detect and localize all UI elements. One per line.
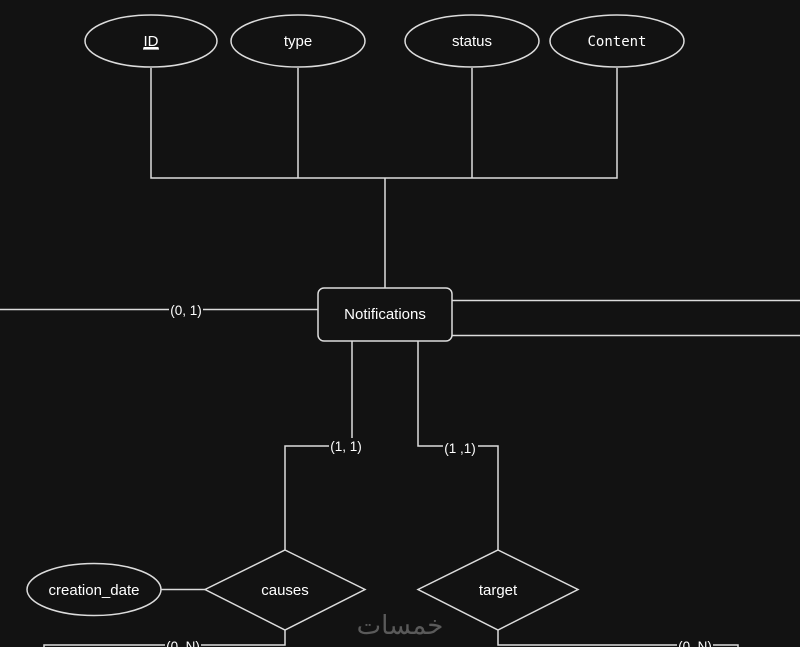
- relationship-causes[interactable]: causes: [203, 549, 367, 631]
- attribute-creation-date[interactable]: creation_date: [26, 562, 162, 617]
- attribute-status[interactable]: status: [404, 14, 540, 68]
- cardinality-target-other: (0, N): [678, 639, 712, 647]
- entity-notifications-label: Notifications: [344, 306, 426, 323]
- attribute-creation-date-label: creation_date: [49, 582, 140, 599]
- cardinality-causes-other: (0, N): [166, 639, 200, 647]
- cardinality-causes-entity: (1, 1): [330, 439, 362, 454]
- causes-bottom-link-line: [43, 630, 286, 647]
- relationship-target[interactable]: target: [416, 549, 580, 631]
- attribute-content-label: Content: [587, 34, 646, 50]
- attribute-id[interactable]: ID: [84, 14, 218, 68]
- relationship-causes-label: causes: [261, 582, 309, 599]
- attribute-connector-tree: [150, 68, 618, 288]
- cardinality-left-link: (0, 1): [170, 303, 202, 318]
- attribute-content[interactable]: Content: [549, 14, 685, 68]
- causes-link-line: [284, 341, 353, 550]
- attribute-type[interactable]: type: [230, 14, 366, 68]
- attribute-id-label: ID: [144, 33, 159, 50]
- relationship-target-label: target: [479, 582, 518, 599]
- watermark-logo: خمسات: [357, 611, 444, 641]
- target-bottom-link-line: [497, 630, 739, 647]
- cardinality-target-entity: (1 ,1): [444, 441, 476, 456]
- attribute-status-label: status: [452, 33, 492, 50]
- entity-notifications[interactable]: Notifications: [317, 287, 453, 342]
- attribute-type-label: type: [284, 33, 312, 50]
